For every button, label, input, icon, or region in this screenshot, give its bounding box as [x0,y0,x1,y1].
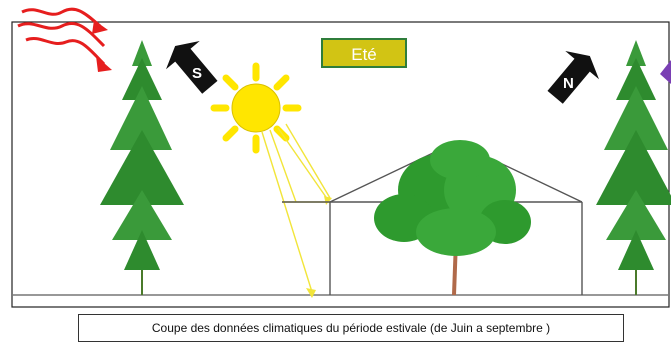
compass-arrow-icon-north: N [547,51,599,104]
compass-letter-south: S [192,65,202,82]
ray-arrowhead-1 [306,288,316,298]
sun-icon [210,62,302,154]
sun-rays [261,123,331,293]
tree-icon-left [100,40,184,295]
caption: Coupe des données climatiques du période… [78,314,624,342]
compass-arrow-icon-south: S [166,41,218,94]
wind-arrows-icon [17,7,112,72]
season-badge: Eté [321,38,407,68]
greenhouse-tree-icon [374,140,531,296]
diagram-frame [11,21,670,308]
tree-icon-right [596,40,671,295]
ray-arrowhead-2 [324,196,332,205]
compass-letter-north: N [563,75,574,92]
purple-arrow-icon [660,60,671,84]
